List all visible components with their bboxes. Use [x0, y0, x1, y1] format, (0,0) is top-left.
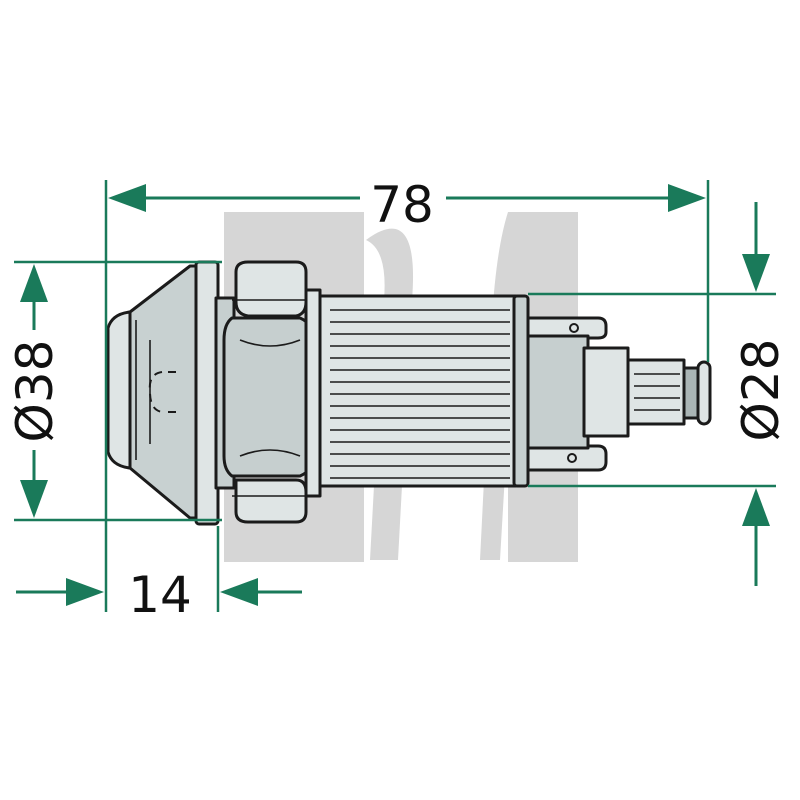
switch-part: [106, 260, 712, 526]
terminal-block: [526, 316, 712, 472]
dim-flange-depth: 14: [16, 526, 302, 624]
flange-diameter-label: Ø38: [6, 340, 64, 443]
body-diameter-label: Ø28: [732, 339, 790, 442]
length-label: 78: [370, 176, 434, 234]
dim-flange-diameter: Ø38: [6, 260, 222, 522]
ribbed-barrel: [304, 288, 530, 498]
hex-nut: [222, 260, 316, 524]
flange-depth-label: 14: [128, 566, 192, 624]
front-cap: [106, 264, 200, 520]
dim-body-diameter: Ø28: [528, 202, 790, 586]
dim-overall-length: 78: [104, 176, 710, 612]
